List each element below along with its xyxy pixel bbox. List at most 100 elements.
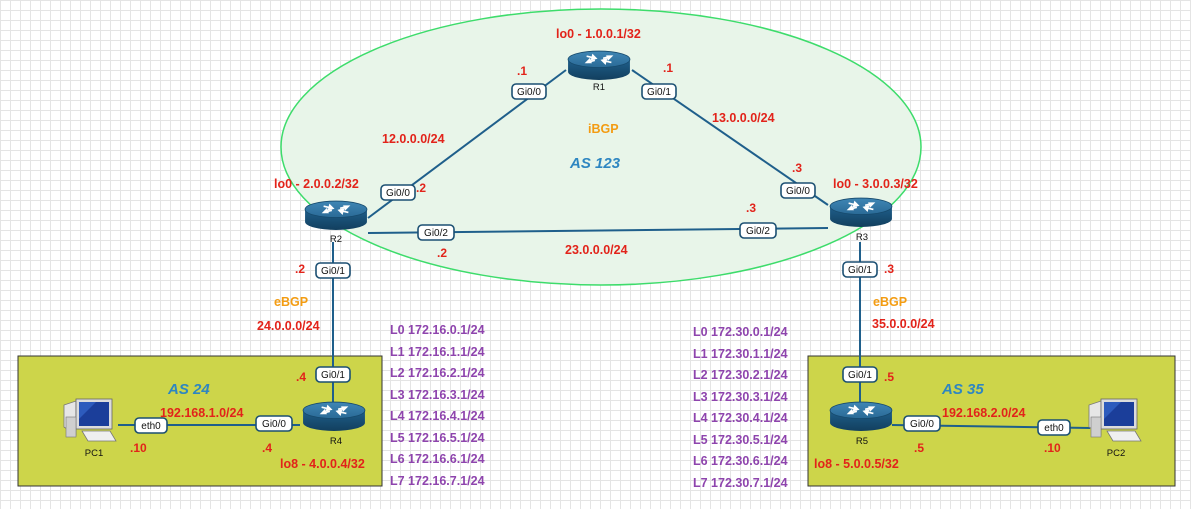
router-icon bbox=[829, 401, 893, 432]
router-r2-label: R2 bbox=[330, 234, 342, 245]
r5-loopback-list: L0 172.30.0.1/24 L1 172.30.1.1/24 L2 172… bbox=[693, 325, 788, 490]
router-icon bbox=[567, 50, 631, 81]
host-pc1-label: PC1 bbox=[85, 448, 103, 459]
ip-r2-gi0-2: .2 bbox=[437, 246, 447, 260]
loopback-r2: lo0 - 2.0.0.2/32 bbox=[274, 177, 359, 191]
router-r5-label: R5 bbox=[856, 436, 868, 447]
network-192-168-1: 192.168.1.0/24 bbox=[160, 406, 243, 420]
iface-r4-gi0-1: Gi0/1 bbox=[315, 366, 351, 383]
list-item: L7 172.30.7.1/24 bbox=[693, 476, 788, 490]
iface-r1-gi0-1: Gi0/1 bbox=[641, 83, 677, 100]
list-item: L3 172.16.3.1/24 bbox=[390, 388, 485, 402]
protocol-ibgp: iBGP bbox=[588, 122, 619, 136]
protocol-ebgp-right: eBGP bbox=[873, 295, 907, 309]
iface-r5-gi0-1: Gi0/1 bbox=[842, 366, 878, 383]
ip-r1-gi0-1: .1 bbox=[663, 61, 673, 75]
network-13: 13.0.0.0/24 bbox=[712, 111, 775, 125]
host-pc1[interactable]: PC1 bbox=[63, 398, 117, 459]
ip-r5-gi0-1: .5 bbox=[884, 370, 894, 384]
iface-r3-gi0-2: Gi0/2 bbox=[739, 222, 777, 239]
router-r1[interactable]: R1 bbox=[567, 50, 631, 93]
list-item: L5 172.16.5.1/24 bbox=[390, 431, 485, 445]
iface-r5-gi0-0: Gi0/0 bbox=[903, 415, 941, 432]
host-pc2[interactable]: PC2 bbox=[1088, 398, 1142, 459]
host-pc2-label: PC2 bbox=[1107, 448, 1125, 459]
svg-text:Gi0/2: Gi0/2 bbox=[746, 226, 770, 237]
iface-pc1-eth0: eth0 bbox=[134, 417, 168, 434]
svg-text:Gi0/1: Gi0/1 bbox=[321, 370, 345, 381]
ip-r3-gi0-0: .3 bbox=[792, 161, 802, 175]
list-item: L2 172.30.2.1/24 bbox=[693, 368, 788, 382]
ip-r2-gi0-1: .2 bbox=[295, 262, 305, 276]
iface-r3-gi0-1: Gi0/1 bbox=[842, 261, 878, 278]
iface-r2-gi0-2: Gi0/2 bbox=[417, 224, 455, 241]
network-35: 35.0.0.0/24 bbox=[872, 317, 935, 331]
svg-text:Gi0/1: Gi0/1 bbox=[848, 265, 872, 276]
router-icon bbox=[829, 197, 893, 228]
list-item: L0 172.30.0.1/24 bbox=[693, 325, 788, 339]
svg-text:eth0: eth0 bbox=[141, 421, 161, 432]
protocol-ebgp-left: eBGP bbox=[274, 295, 308, 309]
iface-r4-gi0-0: Gi0/0 bbox=[255, 415, 293, 432]
router-r1-label: R1 bbox=[593, 82, 605, 93]
svg-text:Gi0/1: Gi0/1 bbox=[321, 266, 345, 277]
svg-text:Gi0/0: Gi0/0 bbox=[262, 419, 286, 430]
list-item: L0 172.16.0.1/24 bbox=[390, 323, 485, 337]
svg-text:eth0: eth0 bbox=[1044, 423, 1064, 434]
svg-text:Gi0/0: Gi0/0 bbox=[786, 186, 810, 197]
list-item: L3 172.30.3.1/24 bbox=[693, 390, 788, 404]
loopback-r3: lo0 - 3.0.0.3/32 bbox=[833, 177, 918, 191]
r4-loopback-list: L0 172.16.0.1/24 L1 172.16.1.1/24 L2 172… bbox=[390, 323, 485, 488]
svg-text:Gi0/2: Gi0/2 bbox=[424, 228, 448, 239]
iface-r3-gi0-0: Gi0/0 bbox=[780, 182, 816, 199]
iface-r2-gi0-0: Gi0/0 bbox=[380, 184, 416, 201]
list-item: L6 172.16.6.1/24 bbox=[390, 452, 485, 466]
list-item: L2 172.16.2.1/24 bbox=[390, 366, 485, 380]
as123-label: AS 123 bbox=[569, 155, 621, 172]
list-item: L6 172.30.6.1/24 bbox=[693, 454, 788, 468]
ip-r4-gi0-0: .4 bbox=[262, 441, 272, 455]
as35-label: AS 35 bbox=[941, 381, 984, 398]
ip-r1-gi0-0: .1 bbox=[517, 64, 527, 78]
loopback-r5: lo8 - 5.0.0.5/32 bbox=[814, 457, 899, 471]
list-item: L4 172.16.4.1/24 bbox=[390, 409, 485, 423]
svg-text:Gi0/0: Gi0/0 bbox=[386, 188, 410, 199]
router-r5[interactable]: R5 bbox=[829, 401, 893, 447]
router-r4[interactable]: R4 bbox=[302, 401, 366, 447]
iface-r2-gi0-1: Gi0/1 bbox=[315, 262, 351, 279]
list-item: L1 172.30.1.1/24 bbox=[693, 347, 788, 361]
svg-text:Gi0/0: Gi0/0 bbox=[910, 419, 934, 430]
ip-r3-gi0-1: .3 bbox=[884, 262, 894, 276]
svg-text:Gi0/1: Gi0/1 bbox=[647, 87, 671, 98]
ip-r5-gi0-0: .5 bbox=[914, 441, 924, 455]
router-r3[interactable]: R3 bbox=[829, 197, 893, 243]
router-r2[interactable]: R2 bbox=[304, 200, 368, 245]
iface-r1-gi0-0: Gi0/0 bbox=[511, 83, 547, 100]
router-icon bbox=[302, 401, 366, 432]
loopback-r1: lo0 - 1.0.0.1/32 bbox=[556, 27, 641, 41]
ip-r3-gi0-2: .3 bbox=[746, 201, 756, 215]
list-item: L7 172.16.7.1/24 bbox=[390, 474, 485, 488]
network-192-168-2: 192.168.2.0/24 bbox=[942, 406, 1025, 420]
list-item: L1 172.16.1.1/24 bbox=[390, 345, 485, 359]
ip-r4-gi0-1: .4 bbox=[296, 370, 306, 384]
computer-icon bbox=[63, 398, 117, 442]
router-icon bbox=[304, 200, 368, 231]
network-12: 12.0.0.0/24 bbox=[382, 132, 445, 146]
loopback-r4: lo8 - 4.0.0.4/32 bbox=[280, 457, 365, 471]
as24-label: AS 24 bbox=[167, 381, 210, 398]
svg-text:Gi0/1: Gi0/1 bbox=[848, 370, 872, 381]
list-item: L5 172.30.5.1/24 bbox=[693, 433, 788, 447]
router-r3-label: R3 bbox=[856, 232, 868, 243]
network-24: 24.0.0.0/24 bbox=[257, 319, 320, 333]
router-r4-label: R4 bbox=[330, 436, 342, 447]
network-23: 23.0.0.0/24 bbox=[565, 243, 628, 257]
list-item: L4 172.30.4.1/24 bbox=[693, 411, 788, 425]
ip-r2-gi0-0: .2 bbox=[416, 181, 426, 195]
ip-pc2-eth0: .10 bbox=[1044, 441, 1061, 455]
computer-icon bbox=[1088, 398, 1142, 442]
iface-pc2-eth0: eth0 bbox=[1037, 419, 1071, 436]
ip-pc1-eth0: .10 bbox=[130, 441, 147, 455]
svg-text:Gi0/0: Gi0/0 bbox=[517, 87, 541, 98]
